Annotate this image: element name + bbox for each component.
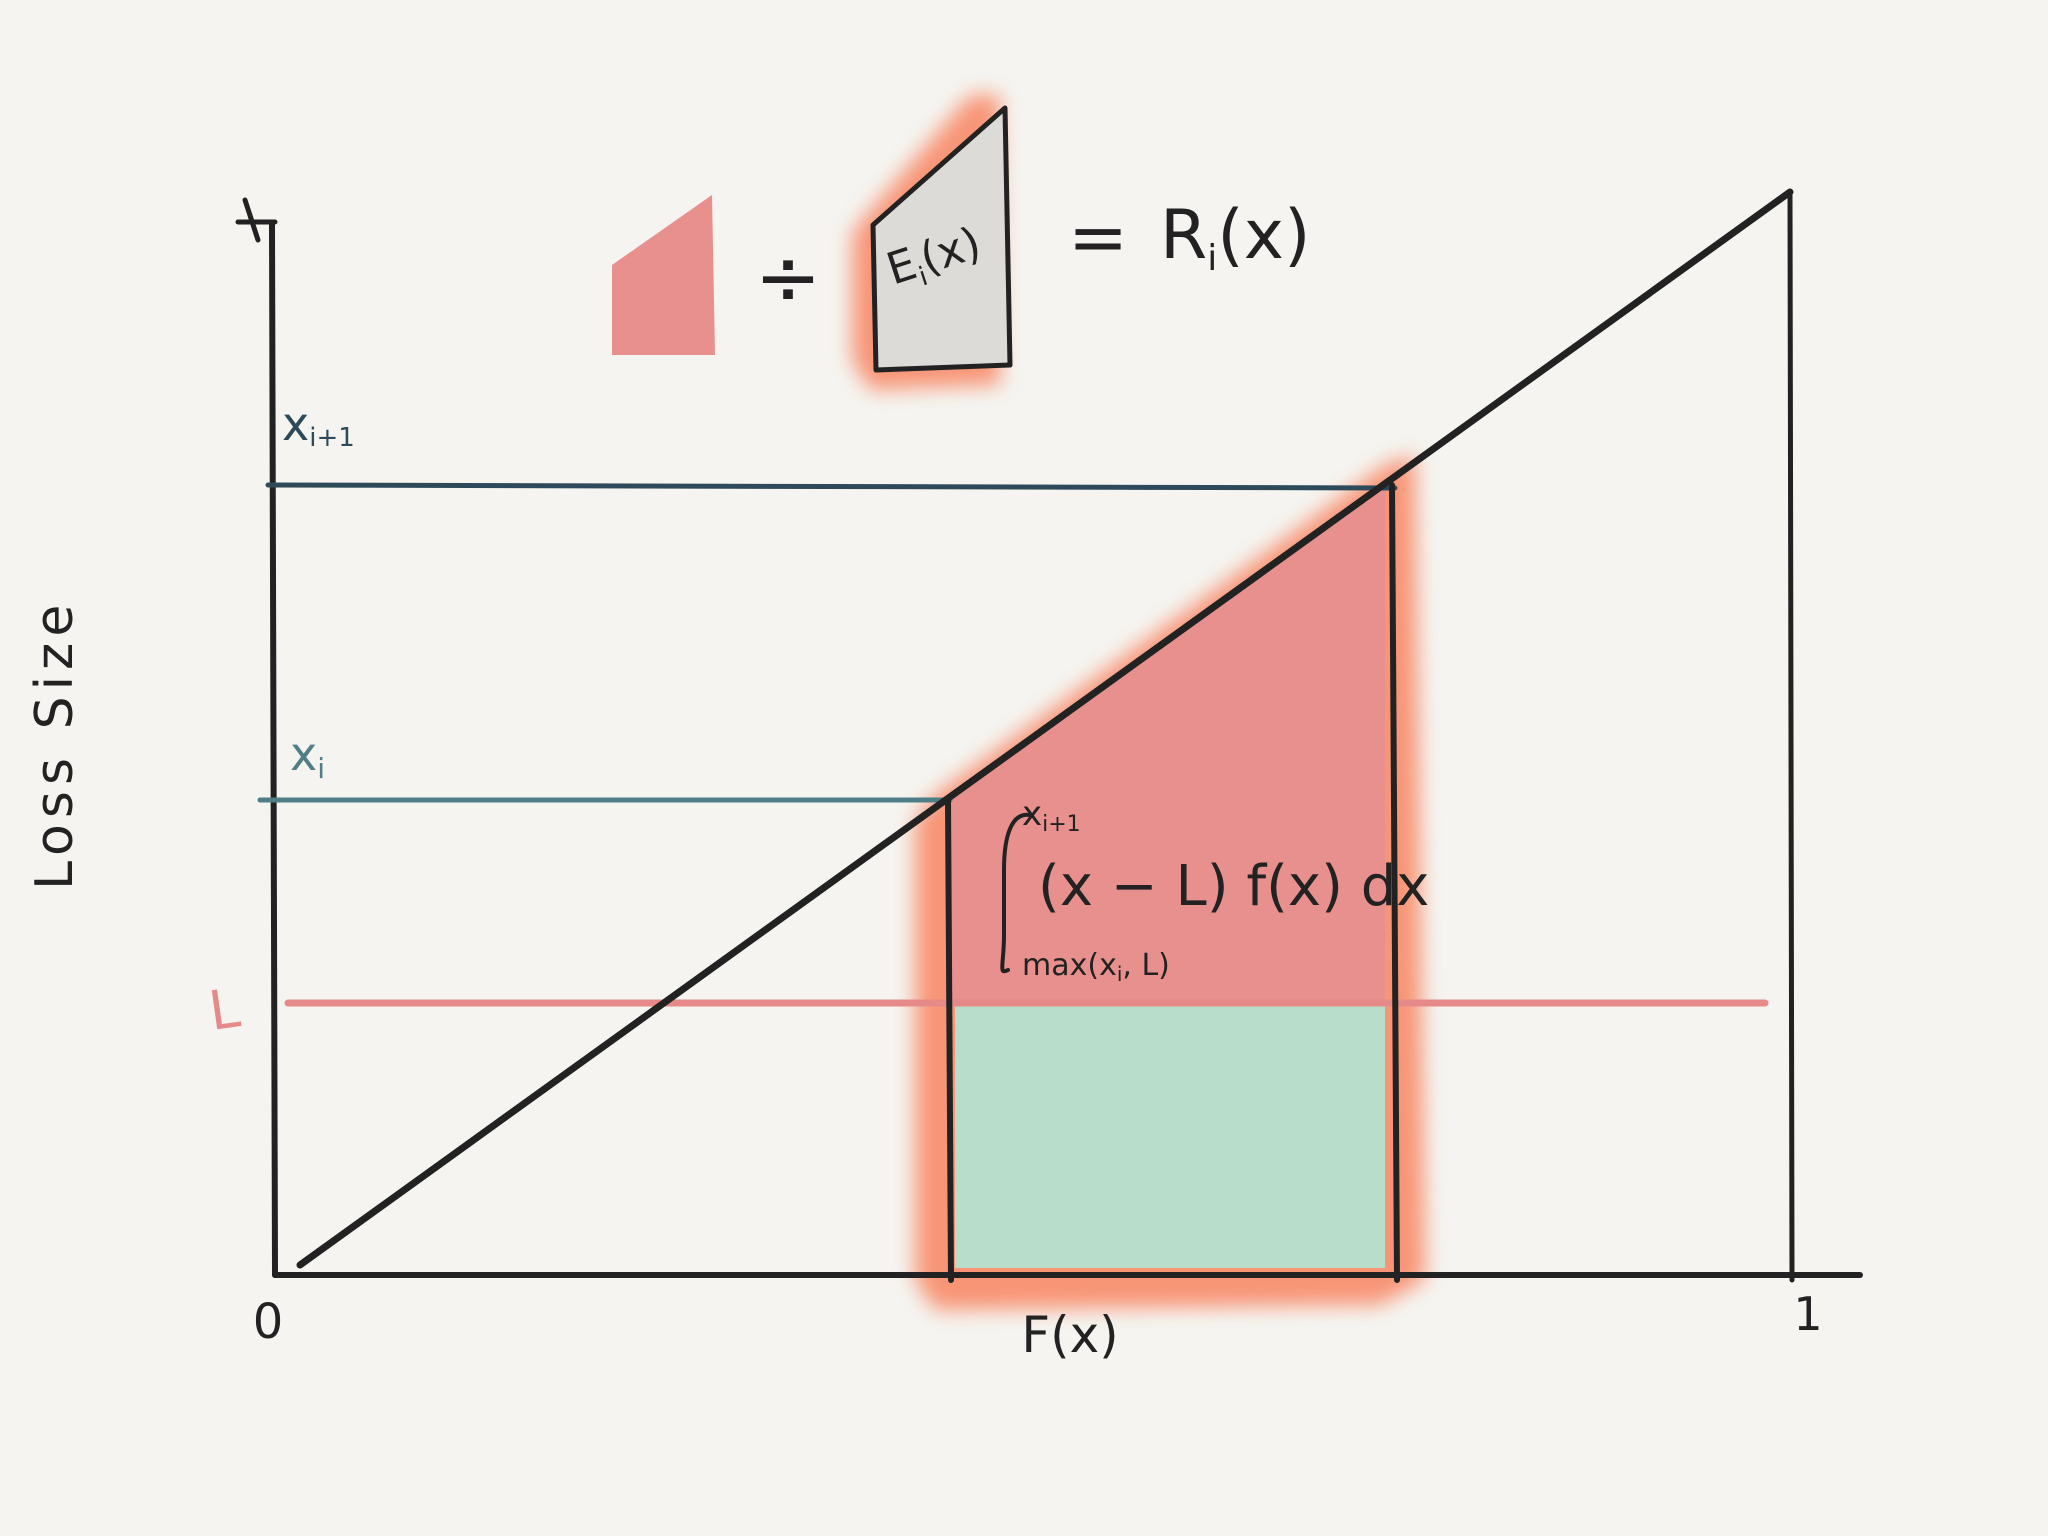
denominator-shape [870,105,1013,373]
y-axis [269,222,278,1278]
axes [235,192,1863,1283]
divide-sign: ÷ [754,231,821,324]
right-boundary [1787,192,1795,1283]
result-label: Ri(x) [1160,196,1311,279]
y-axis-arrow-icon [235,197,278,243]
y-axis-label: Loss Size [25,599,85,890]
L-label: L [205,976,244,1043]
x-next-label: xi+1 [282,397,355,453]
x-i-label: xi [290,727,325,785]
integral-lower-limit: max(xi, L) [1022,948,1170,986]
numerator-shape [612,195,715,355]
excess-loss-region [950,485,1385,1005]
x-next-level-line [265,482,1398,491]
origin-label: 0 [253,1294,284,1350]
integral-annotation: xi+1 (x − L) f(x) dx max(xi, L) [1000,794,1429,986]
integral-sign-icon [1000,812,1032,974]
left-bound-line [945,797,954,1283]
integral-upper-limit: xi+1 [1022,794,1081,837]
x-axis-label: F(x) [1021,1306,1118,1364]
integrand: (x − L) f(x) dx [1038,854,1429,919]
right-bound-line [1389,482,1400,1283]
equals-sign: = [1068,195,1128,279]
deductible-region [955,1005,1385,1268]
diagonal-line [296,188,1794,1269]
x-end-label: 1 [1793,1287,1822,1341]
